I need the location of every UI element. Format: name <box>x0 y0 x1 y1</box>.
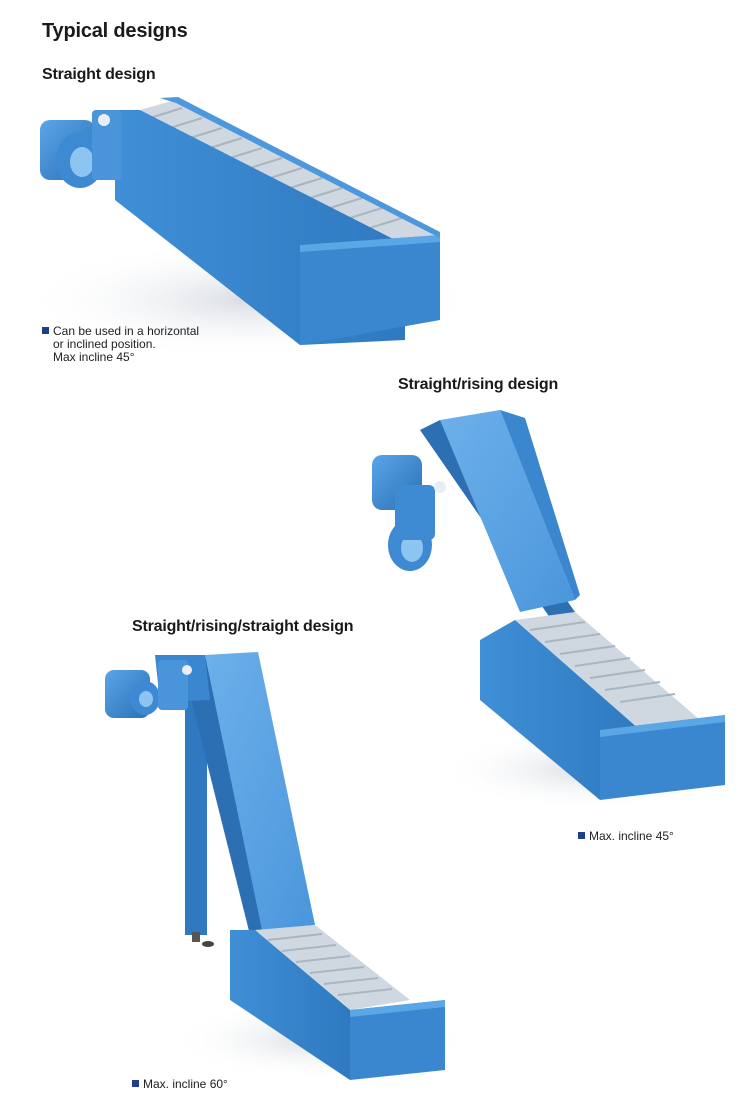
bullet-square-icon <box>42 327 49 335</box>
straight-rising-straight-conveyor-image <box>105 652 470 1080</box>
section-heading-straight: Straight design <box>42 66 156 83</box>
straight-rising-conveyor-image <box>372 410 740 810</box>
straight-conveyor-image <box>20 97 480 360</box>
note-line: Can be used in a horizontal <box>53 324 200 338</box>
page-title: Typical designs <box>42 20 188 42</box>
note-line: Max. incline 45° <box>589 829 674 843</box>
note-line: Max. incline 60° <box>143 1077 228 1091</box>
straight-rising-design-note: Max. incline 45° <box>578 830 674 843</box>
bullet-square-icon <box>132 1080 139 1088</box>
straight-rising-straight-design-note: Max. incline 60° <box>132 1078 228 1091</box>
section-heading-straight-rising-straight: Straight/rising/straight design <box>132 618 354 635</box>
straight-design-note: Can be used in a horizontal or inclined … <box>42 325 232 364</box>
note-line: Max incline 45° <box>53 350 135 364</box>
note-line: or inclined position. <box>53 337 156 351</box>
section-heading-straight-rising: Straight/rising design <box>398 376 559 393</box>
bullet-square-icon <box>578 832 585 840</box>
